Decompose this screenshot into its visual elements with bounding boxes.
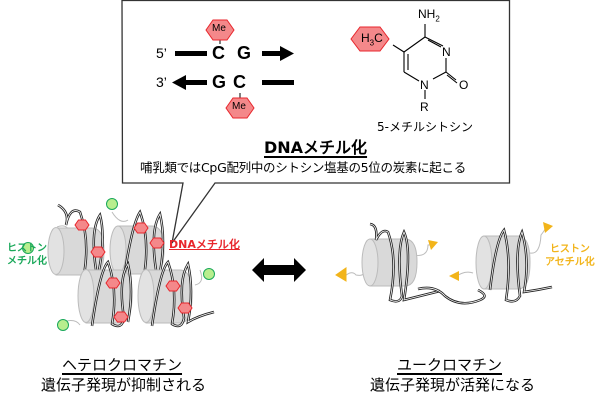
histone-acetyl-mark: [428, 240, 438, 250]
euchromatin-nucleosomes: [344, 222, 553, 305]
methyl-tag-top: [205, 19, 235, 41]
dna-methylation-label: DNAメチル化: [169, 238, 240, 251]
heterochromatin-title: ヘテロクロマチン: [62, 356, 183, 374]
methyl-mark: [113, 311, 129, 323]
cpg-diagram: [172, 19, 294, 119]
carbonyl-o-label: O: [459, 78, 469, 92]
histone-methylation-marks: [22, 198, 215, 331]
histone-acetylation-marks: [335, 222, 553, 282]
methyl-mark: [165, 280, 181, 292]
base-c-top: C: [212, 43, 225, 63]
methyl-label-top: Me: [212, 23, 226, 34]
strand-top-line: [175, 51, 207, 56]
nucleosome: [361, 222, 441, 303]
histone-acetyl-mark: [543, 222, 553, 233]
methyl-group-hexagon: [350, 26, 390, 52]
heterochromatin-nucleosomes: [47, 203, 215, 328]
strand-top-arrow: [262, 46, 294, 61]
ring-n3-label: N: [442, 45, 451, 59]
nucleosome: [77, 259, 133, 328]
methyl-mark: [105, 277, 121, 289]
nucleosome: [475, 227, 553, 303]
methylcytosine-structure: [392, 24, 458, 99]
base-c-bottom: C: [233, 72, 246, 92]
histone-methyl-mark: [22, 242, 34, 254]
euchromatin-title: ユークロマチン: [397, 356, 503, 374]
methyl-label-bottom: Me: [232, 101, 246, 112]
methyl-mark: [90, 246, 106, 258]
histone-methyl-mark: [203, 268, 215, 280]
histone-acetylation-label: ヒストン アセチル化: [545, 244, 595, 268]
strand-3prime-label: 3’: [156, 74, 167, 90]
heterochromatin-subtitle: 遺伝子発現が抑制される: [41, 376, 207, 394]
strand-bottom-arrow: [172, 75, 207, 90]
bidirectional-arrow: [252, 258, 306, 282]
histone-acetyl-mark: [335, 267, 347, 282]
nucleosome: [47, 203, 105, 279]
callout-description: 哺乳類ではCpG配列中のシトシン塩基の5位の炭素に起こる: [140, 160, 466, 175]
methyl-mark: [133, 222, 149, 234]
histone-methylation-label: ヒストン メチル化: [7, 243, 47, 267]
euchromatin-subtitle: 遺伝子発現が活発になる: [370, 376, 536, 394]
callout-box: [121, 0, 511, 244]
substituent-r-label: R: [420, 100, 429, 114]
methyl-group-label: H3C: [361, 31, 383, 48]
ring-n1-label: N: [420, 78, 429, 92]
callout-title: DNAメチル化: [264, 138, 368, 157]
histone-acetyl-mark: [449, 271, 459, 281]
methyl-mark: [177, 302, 193, 314]
base-g-top: G: [237, 43, 252, 63]
strand-5prime-label: 5’: [156, 45, 167, 61]
amine-label: NH2: [418, 7, 440, 24]
strand-bottom-line: [262, 80, 294, 85]
molecule-name: 5-メチルシトシン: [377, 120, 473, 134]
methyl-tag-bottom: [225, 97, 255, 119]
methyl-mark: [74, 219, 90, 231]
base-g-bottom: G: [212, 72, 227, 92]
methyl-mark: [149, 237, 165, 249]
nucleosome: [137, 259, 215, 328]
histone-methyl-mark: [57, 319, 69, 331]
histone-methyl-mark: [106, 198, 118, 210]
